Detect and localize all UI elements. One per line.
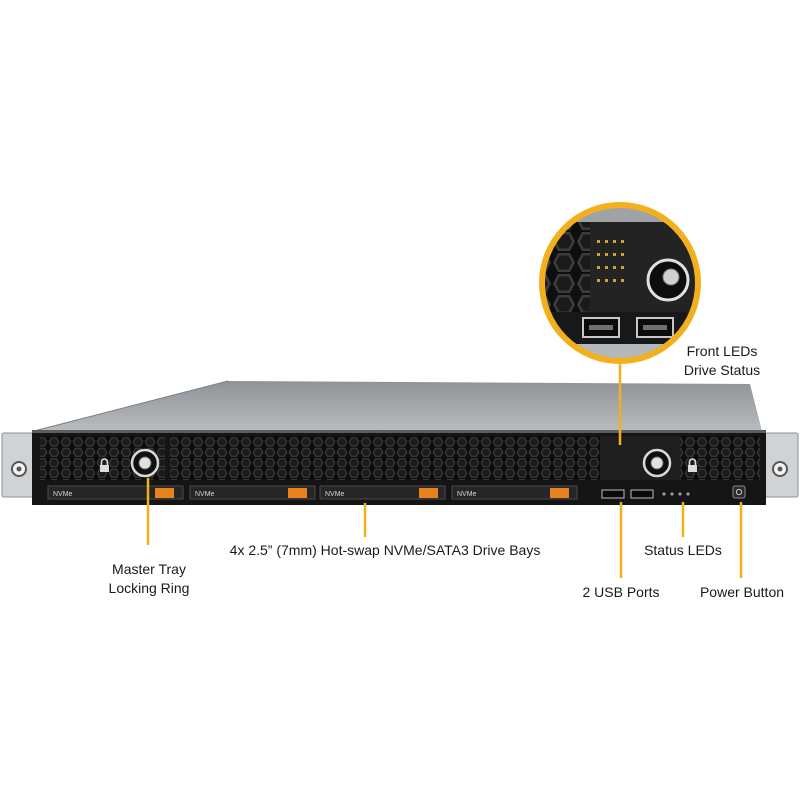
left-rack-ear <box>1 432 37 498</box>
chassis-top-cover <box>34 381 762 431</box>
usb-port-icon[interactable] <box>601 489 625 499</box>
label-power-button: Power Button <box>699 584 785 600</box>
locking-ring-icon <box>138 456 152 470</box>
label-usb-ports: 2 USB Ports <box>582 584 660 600</box>
drive-bay-2[interactable]: NVMe <box>189 485 316 500</box>
status-led-icon <box>678 492 682 496</box>
right-rack-ear <box>763 432 799 498</box>
callout-lines <box>146 361 743 578</box>
tray-release-tab[interactable] <box>550 488 569 498</box>
tray-release-tab[interactable] <box>155 488 174 498</box>
front-vent-center <box>170 436 600 480</box>
usb-port-icon[interactable] <box>630 489 654 499</box>
right-locking-ring[interactable] <box>642 448 672 478</box>
tray-release-tab[interactable] <box>288 488 307 498</box>
unlock-icon <box>688 458 697 472</box>
label-status-leds: Status LEDs <box>644 542 722 558</box>
status-led-icon <box>662 492 666 496</box>
bay-badge: NVMe <box>195 491 215 498</box>
label-front-leds: Front LEDs Drive Status <box>683 343 761 378</box>
bay-badge: NVMe <box>53 491 73 498</box>
drive-bays: NVMe NVMe NVMe NVMe <box>47 485 578 500</box>
bay-badge: NVMe <box>457 491 477 498</box>
drive-bay-3[interactable]: NVMe <box>319 485 446 500</box>
status-leds <box>662 492 690 496</box>
locking-ring-icon <box>650 456 664 470</box>
lock-icon <box>100 458 109 472</box>
status-led-icon <box>686 492 690 496</box>
left-locking-ring[interactable] <box>130 448 160 478</box>
usb-ports <box>601 489 654 499</box>
power-button-icon[interactable] <box>732 485 746 499</box>
status-led-icon <box>670 492 674 496</box>
drive-bay-1[interactable]: NVMe <box>47 485 184 500</box>
label-master-tray-locking-ring: Master Tray Locking Ring <box>108 561 190 596</box>
drive-bay-4[interactable]: NVMe <box>451 485 578 500</box>
label-drive-bays: 4x 2.5” (7mm) Hot-swap NVMe/SATA3 Drive … <box>229 542 541 558</box>
bay-badge: NVMe <box>325 491 345 498</box>
front-vent-right <box>680 436 760 480</box>
tray-release-tab[interactable] <box>419 488 438 498</box>
zoomed-locking-ring <box>646 258 690 302</box>
zoomed-usb-ports <box>582 317 674 338</box>
server-chassis: NVMe NVMe NVMe NVMe <box>1 380 799 505</box>
drive-status-led-grid <box>597 240 624 282</box>
